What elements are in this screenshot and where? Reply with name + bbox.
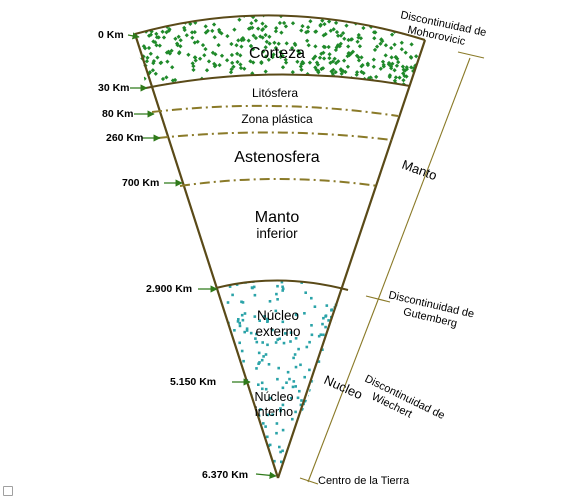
- mantle-range-line: [377, 57, 471, 301]
- depth-label-5150km: 5.150 Km: [170, 376, 216, 388]
- mohorovicic-tick: [457, 51, 485, 59]
- astenosfera-bottom-boundary: [179, 178, 379, 187]
- depth-label-700km: 700 Km: [122, 177, 159, 189]
- core-range-line: [307, 299, 379, 483]
- nucleo-side-label: Nucleo: [322, 372, 365, 402]
- layer-label-nucleo-externo-line1: Núcleo: [257, 308, 299, 323]
- astenosfera-top-boundary: [157, 131, 393, 141]
- image-placeholder-icon: [3, 486, 13, 496]
- gutemberg-tick: [365, 295, 391, 303]
- wedge-left-edge: [133, 33, 280, 479]
- depth-label-0km: 0 Km: [98, 29, 124, 41]
- zona-plastica-top-boundary: [151, 104, 399, 117]
- centro-tierra-label: Centro de la Tierra: [318, 475, 410, 487]
- layer-label-manto-inferior-line1: Manto: [255, 209, 300, 226]
- layer-label-manto-inferior-line2: inferior: [256, 226, 298, 241]
- layer-label-astenosfera: Astenosfera: [234, 149, 319, 166]
- wedge-right-edge: [276, 39, 427, 479]
- arrow-6370km: [255, 471, 277, 479]
- core-mantle-boundary-arc: [215, 279, 349, 291]
- depth-label-30km: 30 Km: [98, 82, 130, 94]
- depth-label-260km: 260 Km: [106, 132, 143, 144]
- layer-label-nucleo-interno-line2: interno: [255, 405, 293, 419]
- layer-label-zona-plastica: Zona plástica: [241, 112, 313, 126]
- manto-side-label: Manto: [400, 157, 439, 183]
- wedge-top-arc: [134, 14, 426, 41]
- layer-label-nucleo-externo-line2: externo: [255, 324, 300, 339]
- depth-label-2900km: 2.900 Km: [146, 283, 192, 295]
- depth-label-6370km: 6.370 Km: [202, 469, 248, 481]
- arrow-0km: [127, 32, 140, 40]
- depth-label-80km: 80 Km: [102, 108, 134, 120]
- layer-label-nucleo-interno-line1: Núcleo: [255, 390, 294, 404]
- layer-label-litosfera: Litósfera: [252, 86, 298, 100]
- centro-tick: [299, 477, 319, 485]
- litosfera-boundary-arc: [145, 73, 411, 89]
- layer-label-corteza: Corteza: [249, 45, 305, 62]
